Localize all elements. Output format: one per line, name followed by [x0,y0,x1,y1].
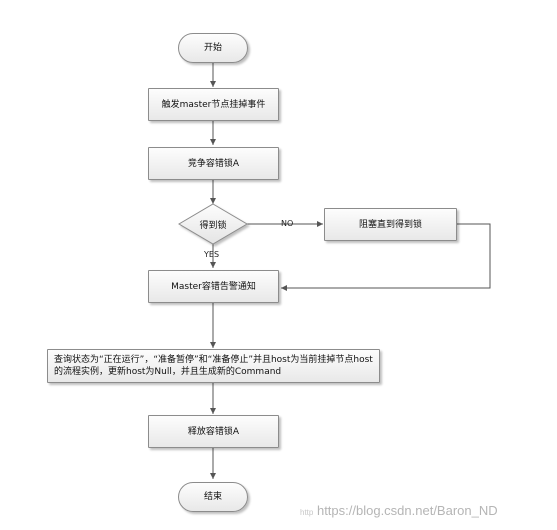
compete-node: 竞争容错锁A [148,147,279,180]
query-node: 查询状态为“正在运行”，“准备暂停”和“准备停止”并且host为当前挂掉节点ho… [47,349,380,383]
watermark: http https://blog.csdn.net/Baron_ND [300,503,498,518]
block-node: 阻塞直到得到锁 [324,208,457,241]
watermark-prefix: http [300,508,314,517]
end-node: 结束 [178,482,248,512]
edge-label-yes: YES [204,250,220,259]
edge-label-no: NO [281,219,294,228]
decision-shape [178,203,248,245]
start-node: 开始 [178,33,248,63]
edge-block-notify [281,223,491,291]
trigger-node: 触发master节点挂掉事件 [148,88,279,121]
release-node: 释放容错锁A [148,415,279,448]
watermark-text: https://blog.csdn.net/Baron_ND [316,503,498,518]
notify-node: Master容错告警通知 [148,270,279,303]
decision-label: 得到锁 [199,220,227,231]
